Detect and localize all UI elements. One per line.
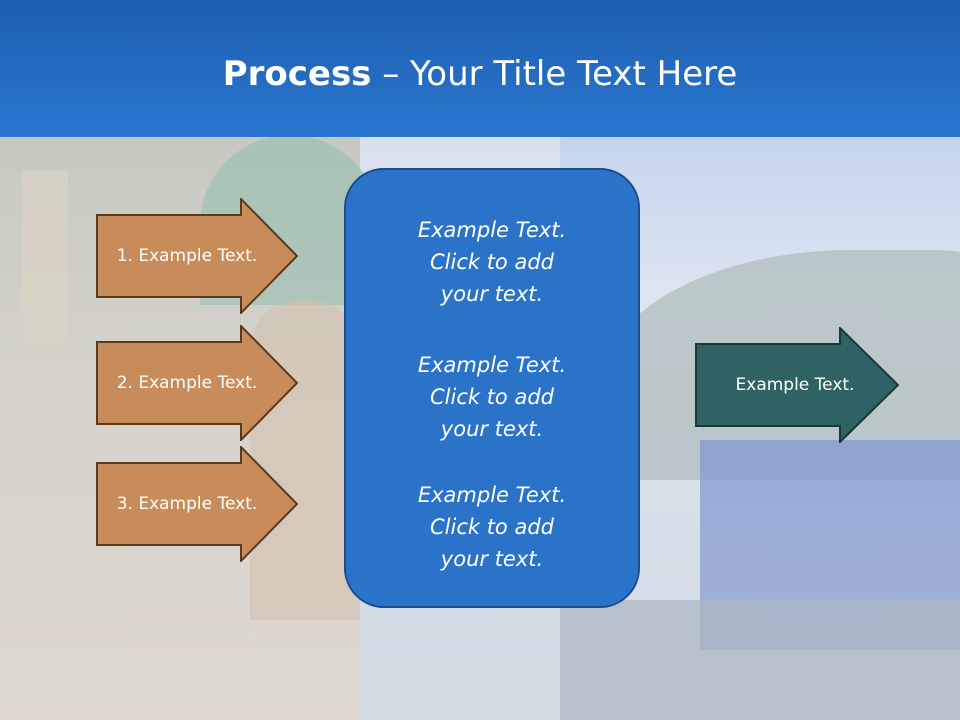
- step-arrow-label: 3. Example Text.: [116, 494, 258, 514]
- center-text-box[interactable]: Example Text. Click to add your text. Ex…: [344, 168, 640, 608]
- title-bold: Process: [222, 54, 372, 94]
- center-line: your text.: [440, 547, 544, 571]
- arrow-shape-icon: [96, 446, 298, 562]
- slide-title[interactable]: Process – Your Title Text Here: [0, 52, 960, 96]
- title-rest: – Your Title Text Here: [371, 54, 738, 94]
- center-text-block-2: Example Text. Click to add your text.: [346, 349, 638, 445]
- step-arrow-2[interactable]: 2. Example Text.: [96, 325, 298, 441]
- center-line: Example Text.: [417, 483, 567, 507]
- arrow-shape-icon: [96, 198, 298, 314]
- step-arrow-3[interactable]: 3. Example Text.: [96, 446, 298, 562]
- step-arrow-label: 1. Example Text.: [116, 246, 258, 266]
- step-arrow-1[interactable]: 1. Example Text.: [96, 198, 298, 314]
- center-text-block-3: Example Text. Click to add your text.: [346, 479, 638, 575]
- background-harbor: [560, 600, 960, 720]
- title-bar: Process – Your Title Text Here: [0, 0, 960, 137]
- center-line: Click to add: [429, 385, 554, 409]
- center-text-block-1: Example Text. Click to add your text.: [346, 214, 638, 310]
- background-tower: [22, 170, 68, 350]
- center-line: your text.: [440, 282, 544, 306]
- result-arrow[interactable]: Example Text.: [695, 327, 899, 443]
- center-line: Click to add: [429, 515, 554, 539]
- center-line: Example Text.: [417, 218, 567, 242]
- step-arrow-label: 2. Example Text.: [116, 373, 258, 393]
- center-line: Click to add: [429, 250, 554, 274]
- center-line: Example Text.: [417, 353, 567, 377]
- arrow-shape-icon: [96, 325, 298, 441]
- result-arrow-label: Example Text.: [735, 375, 855, 395]
- arrow-shape-icon: [695, 327, 899, 443]
- center-line: your text.: [440, 417, 544, 441]
